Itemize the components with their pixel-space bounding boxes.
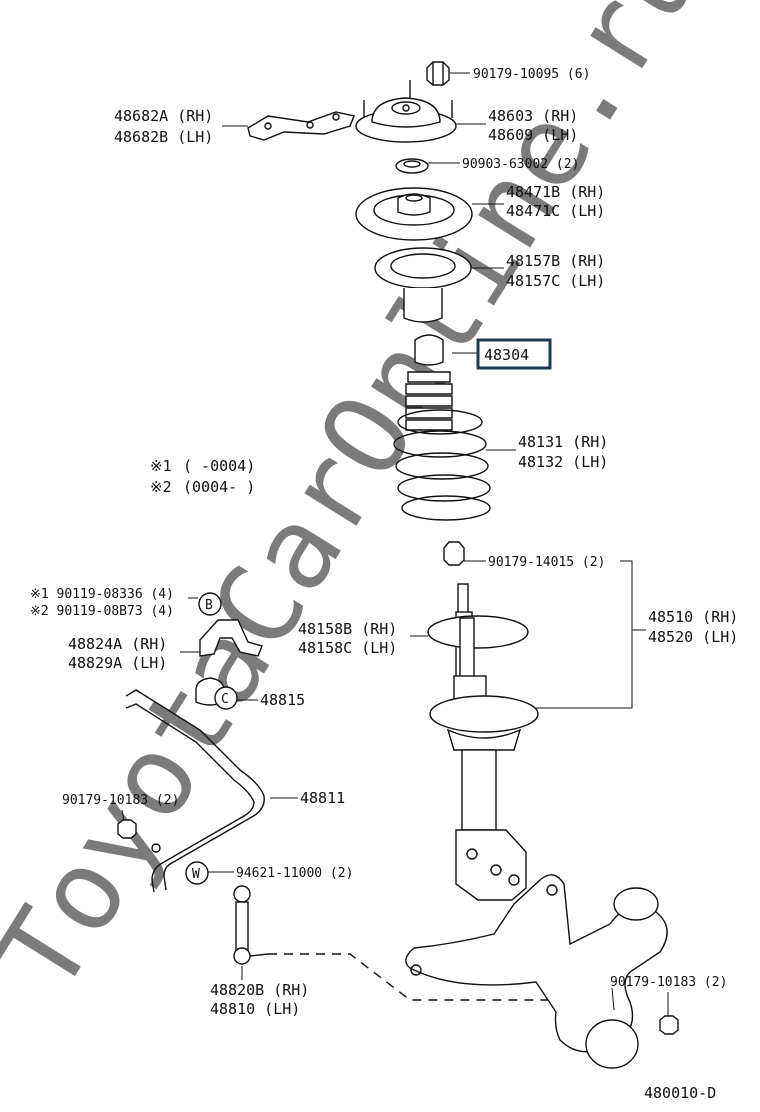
washer-label: 94621-11000 (2) xyxy=(236,866,353,881)
lower-seat-rh-label: 48158B (RH) xyxy=(298,620,397,638)
bump-stopper-part xyxy=(405,334,453,431)
upper-seat-part xyxy=(355,187,473,241)
strut-nut-label: 90179-14015 (2) xyxy=(488,555,605,570)
bushing-label: 48815 xyxy=(260,691,305,709)
callout-c-text: C xyxy=(221,692,229,707)
strut-lh-label: 48520 (LH) xyxy=(648,628,738,646)
support-lh-label: 48609 (LH) xyxy=(488,126,578,144)
support-rh-label: 48603 (RH) xyxy=(488,107,578,125)
bolt-1-label: ※1 90119-08336 (4) xyxy=(30,587,174,602)
callout-b-text: B xyxy=(205,598,213,613)
bolt-2-label: ※2 90119-08B73 (4) xyxy=(30,604,174,619)
note-2-mark: ※2 xyxy=(150,478,172,496)
bracket-lh-label: 48682B (LH) xyxy=(114,128,213,146)
strut-rh-label: 48510 (RH) xyxy=(648,608,738,626)
spring-lh-label: 48132 (LH) xyxy=(518,453,608,471)
steering-knuckle-part xyxy=(405,874,668,1069)
lower-seat-lh-label: 48158C (LH) xyxy=(298,639,397,657)
callout-w-text: W xyxy=(192,867,200,882)
stab-nut-part xyxy=(117,819,137,839)
stab-bracket-lh-label: 48829A (LH) xyxy=(68,654,167,672)
stabilizer-bracket-part xyxy=(199,619,263,657)
stab-nut-label: 90179-10183 (2) xyxy=(62,793,179,808)
link-rh-label: 48820B (RH) xyxy=(210,981,309,999)
knuckle-nut-label: 90179-10183 (2) xyxy=(610,975,727,990)
strut-support-part xyxy=(355,80,457,143)
callout-w: W xyxy=(185,861,209,885)
stabilizer-bar-part xyxy=(125,689,265,893)
note-1-mark: ※1 xyxy=(150,457,172,475)
callout-c: C xyxy=(214,686,238,710)
stabilizer-link-part xyxy=(233,885,269,965)
stab-bracket-rh-label: 48824A (RH) xyxy=(68,635,167,653)
bearing-label: 90903-63002 (2) xyxy=(462,157,579,172)
insulator-rh-label: 48157B (RH) xyxy=(506,252,605,270)
strut-nut-part xyxy=(443,541,465,566)
bumper-label[interactable]: 48304 xyxy=(484,346,529,364)
bumper-highlight-box xyxy=(476,338,552,370)
insulator-lh-label: 48157C (LH) xyxy=(506,272,605,290)
shock-absorber-part xyxy=(427,583,539,901)
callout-b: B xyxy=(198,592,222,616)
knuckle-nut-part xyxy=(659,1015,679,1035)
nut-top-part xyxy=(426,61,450,86)
stab-bar-label: 48811 xyxy=(300,789,345,807)
note-1-range: ( -0004) xyxy=(183,457,255,475)
coil-spring-part xyxy=(393,409,491,521)
dashed-connection-line xyxy=(268,953,600,1001)
bracket-rh-label: 48682A (RH) xyxy=(114,107,213,125)
upper-seat-rh-label: 48471B (RH) xyxy=(506,183,605,201)
nut-top-label: 90179-10095 (6) xyxy=(473,67,590,82)
diagram-code: 480010-D xyxy=(644,1084,716,1102)
upper-seat-lh-label: 48471C (LH) xyxy=(506,202,605,220)
bearing-part xyxy=(395,158,429,174)
watermark: ToyotaCarOnline.ru xyxy=(0,0,726,1014)
link-lh-label: 48810 (LH) xyxy=(210,1000,300,1018)
note-2-range: (0004- ) xyxy=(183,478,255,496)
bracket-part xyxy=(247,111,355,141)
spring-rh-label: 48131 (RH) xyxy=(518,433,608,451)
